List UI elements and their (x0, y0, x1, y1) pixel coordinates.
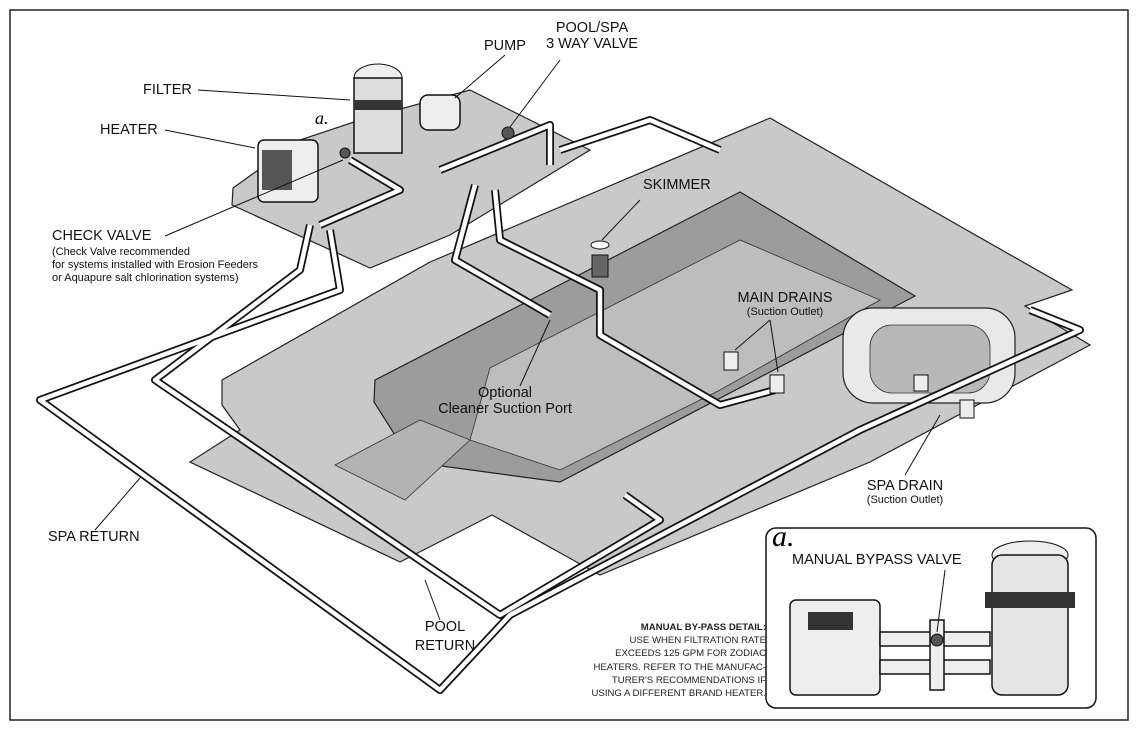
pool-steps (334, 419, 471, 501)
leader-lines (94, 54, 941, 621)
pump-label: PUMP (484, 38, 526, 54)
outer-border (9, 9, 1129, 721)
check-valve-label: CHECK VALVE (52, 228, 152, 244)
check-valve (339, 147, 351, 159)
inset-filter (985, 540, 1075, 696)
heater-label: HEATER (100, 122, 158, 138)
filter-label: FILTER (143, 82, 192, 98)
skimmer-label: SKIMMER (643, 177, 711, 193)
pump (419, 94, 461, 131)
pipes (36, 116, 1084, 694)
manual-bypass-valve-label: MANUAL BYPASS VALVE (792, 552, 962, 568)
inset-marker: a. (772, 520, 795, 553)
inset-leader (936, 569, 946, 633)
filter (353, 63, 403, 154)
skimmer (591, 254, 609, 278)
spa-drain-label: SPA DRAIN(Suction Outlet) (866, 478, 944, 506)
main-drains-label: MAIN DRAINS(Suction Outlet) (737, 290, 833, 318)
detail-marker: a. (315, 108, 329, 128)
three-way-valve (501, 126, 515, 140)
spa-well (869, 324, 991, 394)
main-drain-1 (723, 351, 739, 371)
heater (257, 139, 319, 203)
inset-heater (789, 599, 881, 696)
main-drain-2 (769, 374, 785, 394)
spa-drain-2 (959, 399, 975, 419)
spa-drain-1 (913, 374, 929, 392)
inset-bypass-valve (930, 633, 944, 647)
bypass-note: MANUAL BY-PASS DETAIL: USE WHEN FILTRATI… (591, 622, 767, 700)
spa-return-label: SPA RETURN (48, 529, 140, 545)
